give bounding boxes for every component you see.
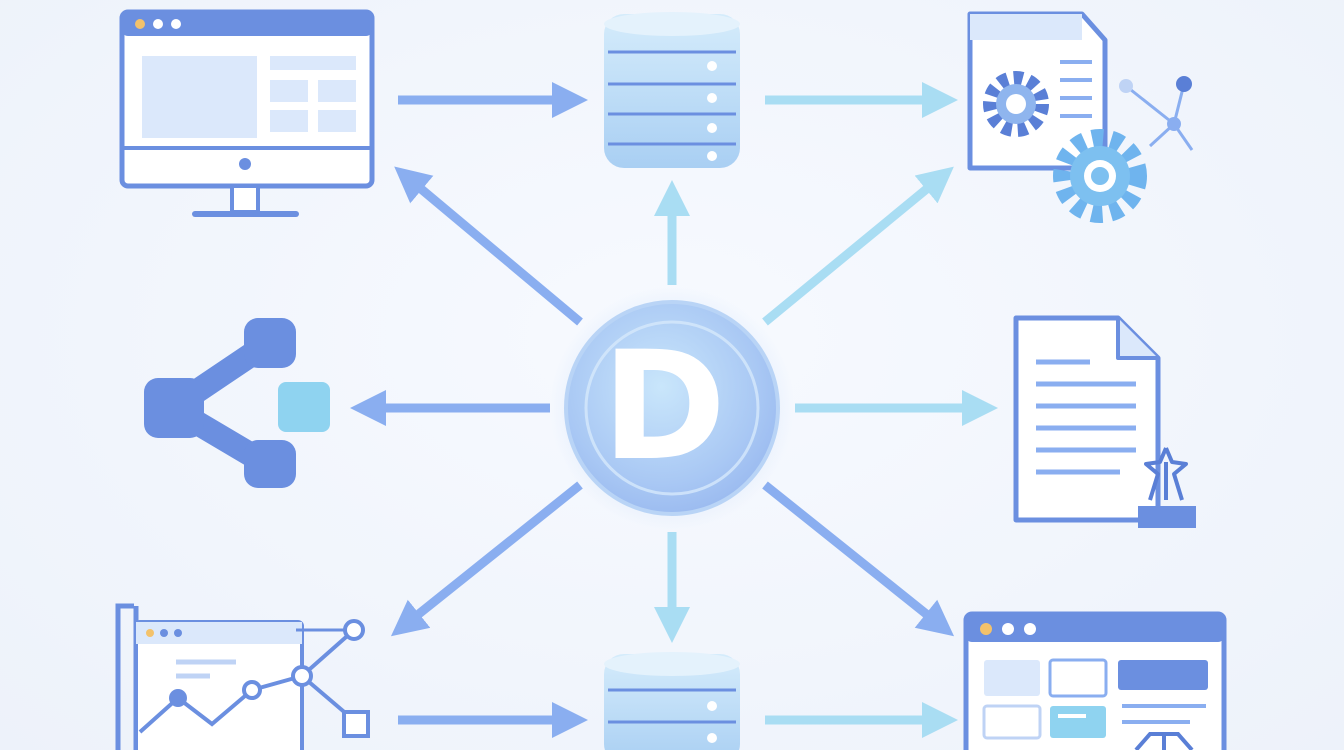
document-icon xyxy=(1013,315,1196,528)
share-network-icon xyxy=(144,318,330,488)
arrow-hub-to-dashboard xyxy=(762,481,955,637)
database-icon xyxy=(604,12,740,168)
line-chart-window-icon xyxy=(115,603,370,750)
arrow-hub-to-config xyxy=(762,166,954,326)
arrow-hub-to-analytics xyxy=(390,481,583,637)
database-icon-bottom xyxy=(604,652,740,750)
central-hub: D xyxy=(550,286,794,530)
dashboard-window-icon xyxy=(963,611,1227,750)
arrow-hub-to-monitor xyxy=(394,166,583,326)
arrows xyxy=(350,82,998,738)
gear-document-icon xyxy=(967,11,1194,223)
hub-circle xyxy=(564,300,780,516)
desktop-monitor-icon xyxy=(119,9,375,217)
hub-letter: D xyxy=(602,320,727,494)
